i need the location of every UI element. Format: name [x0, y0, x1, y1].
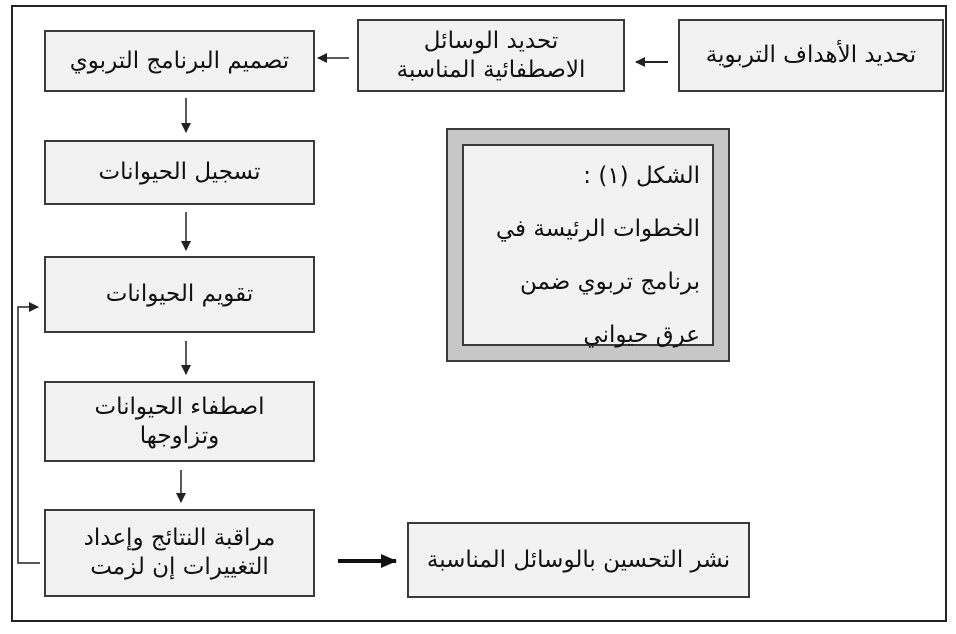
- caption-line-1: الشكل (١) :: [583, 163, 700, 189]
- box-evaluate-animals: تقويم الحيوانات: [44, 256, 315, 333]
- caption-line-2: الخطوات الرئيسة في: [495, 216, 700, 242]
- box-disseminate: نشر التحسين بالوسائل المناسبة: [407, 522, 750, 598]
- diagram-frame: [11, 5, 947, 622]
- box-design-program-label: تصميم البرنامج التربوي: [69, 47, 290, 74]
- box-set-means-line-1: تحديد الوسائل: [423, 27, 559, 54]
- box-select-mate-line-2: وتزاوجها: [139, 422, 220, 449]
- box-evaluate-animals-label: تقويم الحيوانات: [105, 281, 254, 308]
- box-monitor-results-line-2: التغييرات إن لزمت: [90, 554, 269, 580]
- caption-box: الشكل (١) : الخطوات الرئيسة في برنامج تر…: [446, 128, 730, 362]
- box-select-mate-line-1: اصطفاء الحيوانات: [94, 393, 265, 420]
- caption-line-3: برنامج تربوي ضمن: [519, 269, 700, 295]
- box-set-means-line-2: الاصطفائية المناسبة: [396, 56, 586, 83]
- caption-inner: الشكل (١) : الخطوات الرئيسة في برنامج تر…: [462, 144, 714, 348]
- box-set-means: تحديد الوسائل الاصطفائية المناسبة: [357, 19, 625, 92]
- box-set-goals: تحديد الأهداف التربوية: [678, 19, 944, 92]
- caption-line-4: عرق حيواني: [583, 322, 700, 348]
- box-register-animals-label: تسجيل الحيوانات: [98, 159, 261, 186]
- box-select-mate: اصطفاء الحيوانات وتزاوجها: [44, 381, 315, 462]
- box-monitor-results-line-1: مراقبة النتائج وإعداد: [83, 525, 276, 552]
- box-set-goals-label: تحديد الأهداف التربوية: [705, 42, 917, 69]
- box-design-program: تصميم البرنامج التربوي: [44, 30, 315, 92]
- box-register-animals: تسجيل الحيوانات: [44, 140, 315, 205]
- box-monitor-results: مراقبة النتائج وإعداد التغييرات إن لزمت: [44, 509, 315, 597]
- arrow-feedback-loop: [17, 302, 40, 564]
- box-disseminate-label: نشر التحسين بالوسائل المناسبة: [426, 546, 731, 573]
